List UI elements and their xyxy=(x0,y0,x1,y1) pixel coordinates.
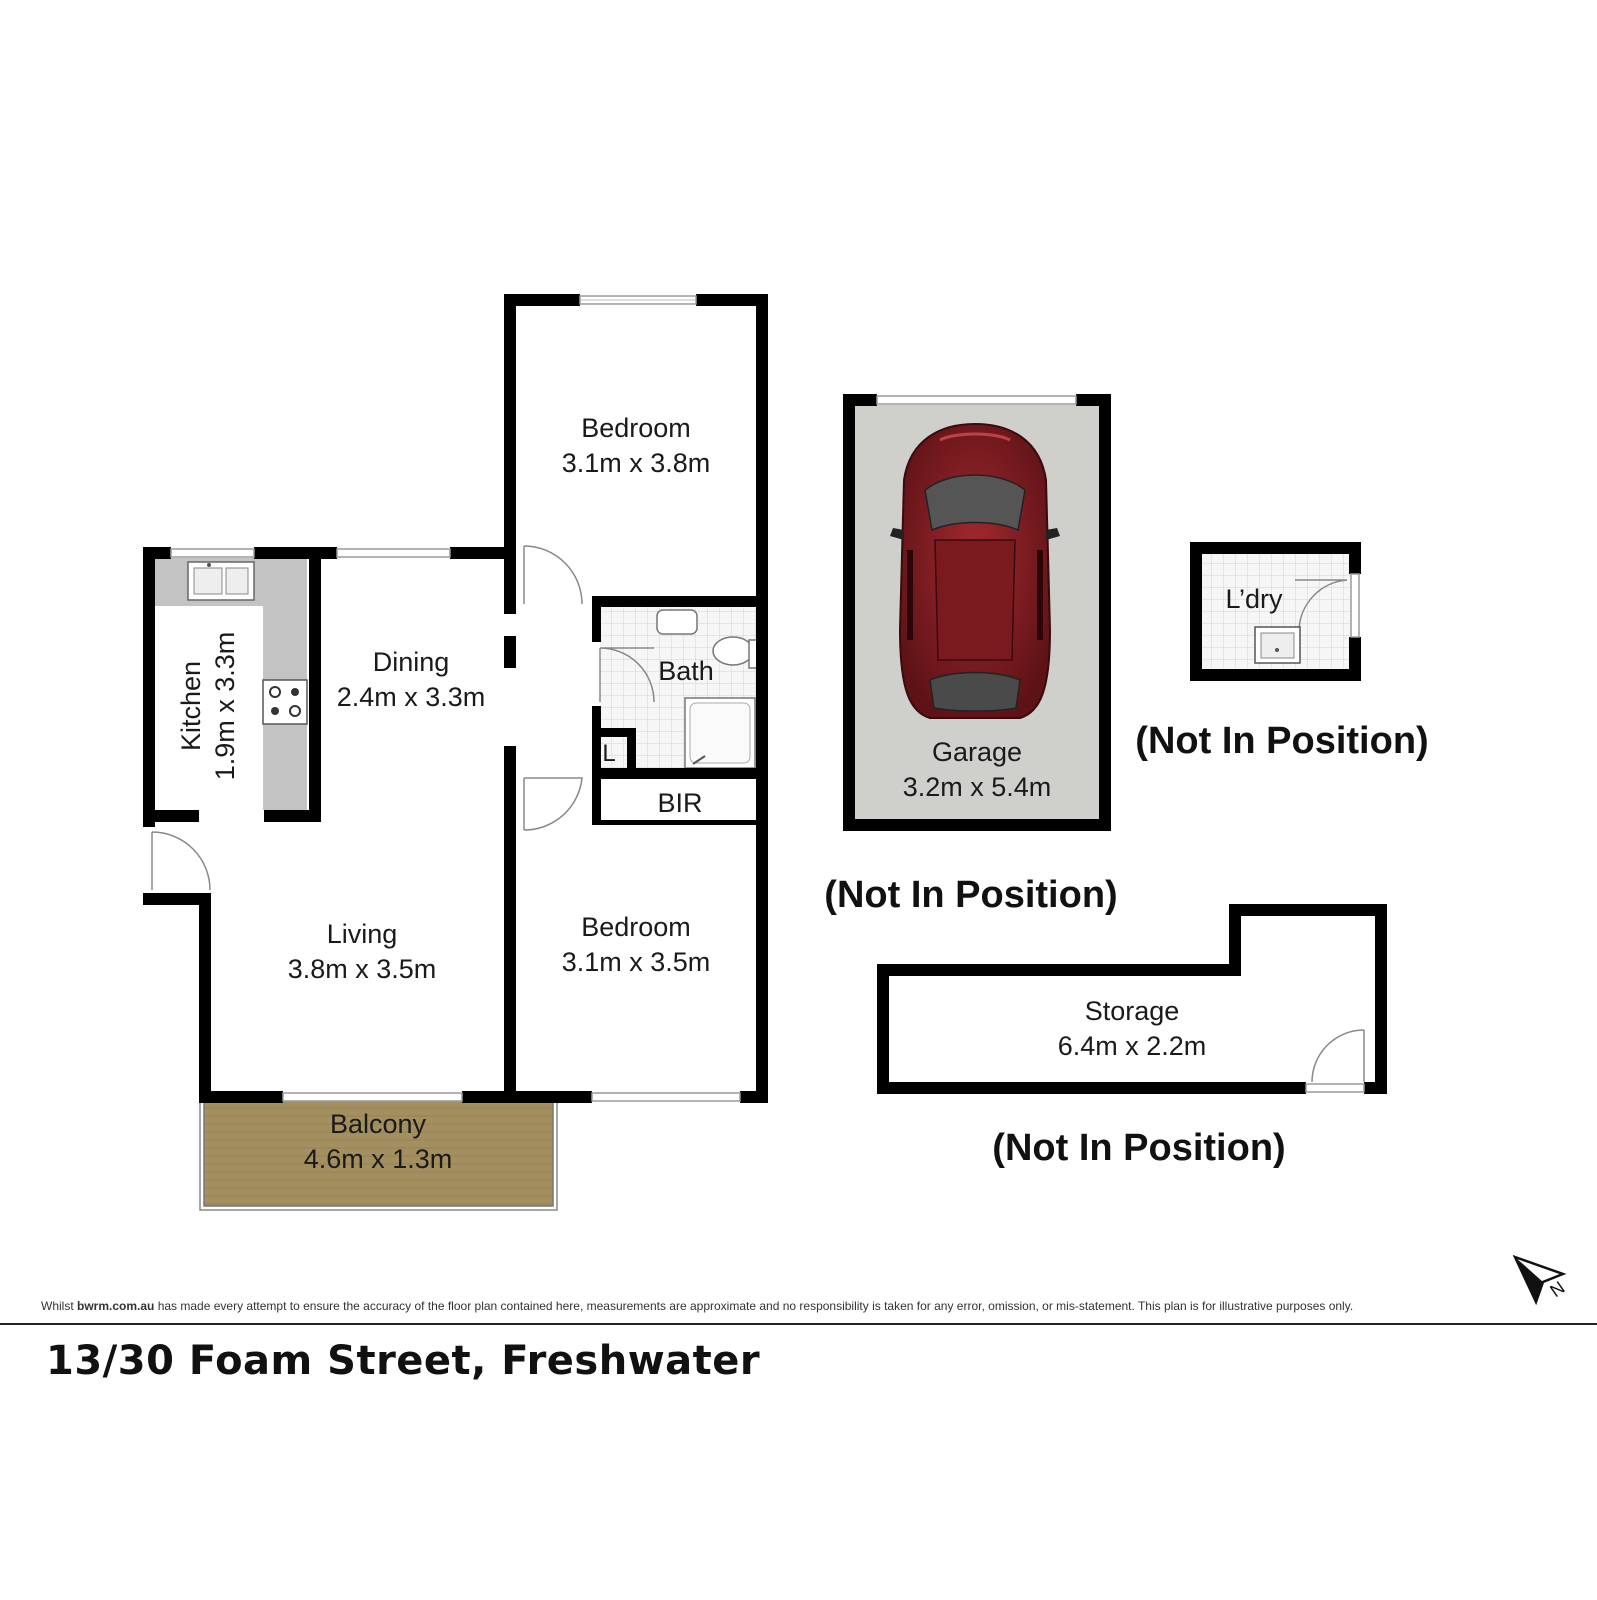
doors xyxy=(151,545,655,891)
storage xyxy=(877,904,1387,1094)
main-unit xyxy=(155,558,758,1211)
balcony-floor xyxy=(203,1099,554,1207)
bedroom1-size: 3.1m x 3.8m xyxy=(562,448,711,478)
walls xyxy=(143,294,768,1103)
car-icon xyxy=(890,422,1060,719)
living-label: Living xyxy=(327,919,398,949)
bedroom1-door-icon xyxy=(523,545,583,605)
windows xyxy=(170,295,741,1102)
linen-label: L xyxy=(602,740,615,767)
cooktop-icon xyxy=(262,679,308,725)
kitchen-size: 1.9m x 3.3m xyxy=(210,632,240,781)
balcony-label: Balcony xyxy=(330,1109,427,1139)
bedroom2-door-icon xyxy=(523,777,583,831)
bedroom2-size: 3.1m x 3.5m xyxy=(562,947,711,977)
toilet-icon xyxy=(712,636,754,666)
balcony-size: 4.6m x 1.3m xyxy=(304,1144,453,1174)
laundry-door-icon xyxy=(1295,579,1348,631)
north-arrow-icon: N xyxy=(1512,1254,1568,1306)
laundry xyxy=(1190,542,1361,681)
storage-door-icon xyxy=(1311,1029,1365,1083)
footer-divider xyxy=(0,1323,1597,1325)
laundry-not-in-position: (Not In Position) xyxy=(1135,720,1428,762)
entry-door-icon xyxy=(151,831,211,891)
disclaimer: Whilst bwrm.com.au has made every attemp… xyxy=(41,1299,1581,1313)
bath-label: Bath xyxy=(658,656,714,686)
disclaimer-site: bwrm.com.au xyxy=(77,1299,155,1313)
bath-basin-icon xyxy=(656,609,698,635)
laundry-label: L’dry xyxy=(1225,584,1283,614)
living-size: 3.8m x 3.5m xyxy=(288,954,437,984)
kitchen-label: Kitchen xyxy=(176,661,206,751)
compass-label: N xyxy=(1546,1277,1568,1301)
garage-not-in-position: (Not In Position) xyxy=(824,874,1117,916)
garage-label: Garage xyxy=(932,737,1022,767)
garage xyxy=(843,394,1111,831)
disclaimer-prefix: Whilst xyxy=(41,1299,77,1313)
bath-door-icon xyxy=(599,647,655,703)
garage-size: 3.2m x 5.4m xyxy=(903,772,1052,802)
bir-label: BIR xyxy=(657,788,702,818)
bedroom1-label: Bedroom xyxy=(581,413,691,443)
storage-not-in-position: (Not In Position) xyxy=(992,1127,1285,1169)
disclaimer-text: has made every attempt to ensure the acc… xyxy=(154,1299,1354,1313)
room-labels: Bedroom 3.1m x 3.8m Dining 2.4m x 3.3m K… xyxy=(176,413,1429,1174)
bedroom2-label: Bedroom xyxy=(581,912,691,942)
dining-size: 2.4m x 3.3m xyxy=(337,682,486,712)
storage-size: 6.4m x 2.2m xyxy=(1058,1031,1207,1061)
property-address: 13/30 Foam Street, Freshwater xyxy=(46,1338,761,1384)
storage-label: Storage xyxy=(1085,996,1180,1026)
dining-label: Dining xyxy=(373,647,450,677)
